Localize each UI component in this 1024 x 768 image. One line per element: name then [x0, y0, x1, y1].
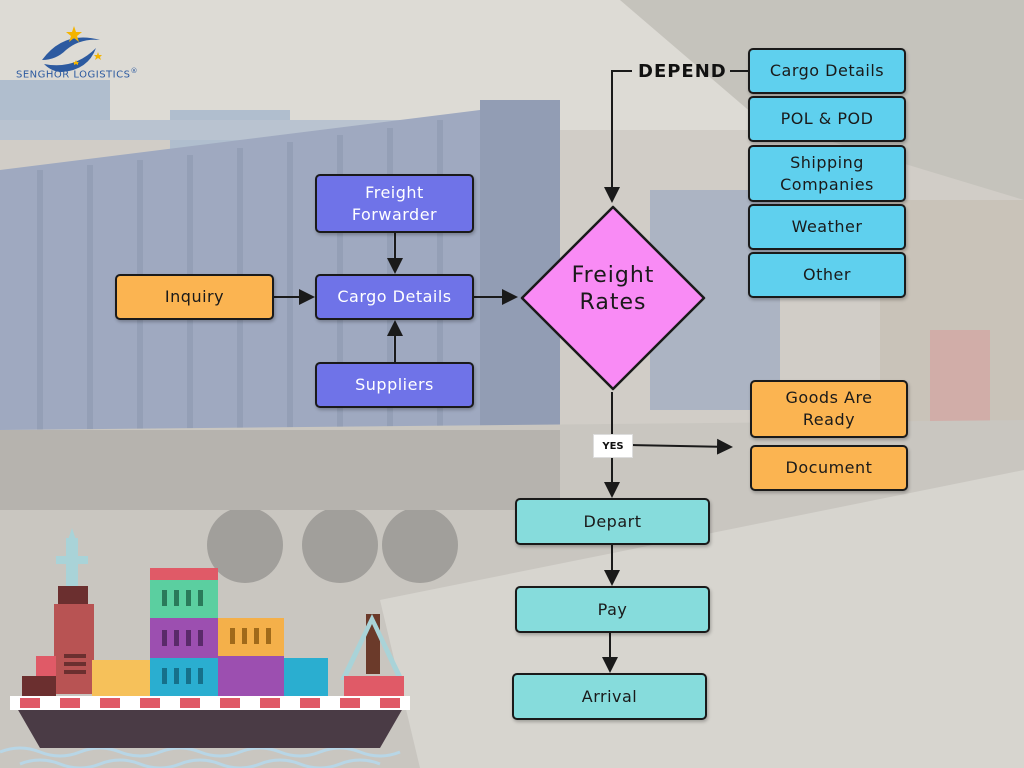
- goods-ready-box: Goods Are Ready: [750, 380, 908, 438]
- freight-rates-label: Freight Rates: [571, 263, 655, 315]
- depend-weather-box: Weather: [748, 204, 906, 250]
- arrival-box: Arrival: [512, 673, 707, 720]
- arrow-depend-to-rates: [604, 70, 632, 203]
- suppliers-box: Suppliers: [315, 362, 474, 408]
- freight-rates-diamond: [520, 205, 706, 391]
- brand-name-text: SENGHOR LOGISTICS: [16, 69, 131, 81]
- freight-forwarder-box: Freight Forwarder: [315, 174, 474, 233]
- cargo-details-box: Cargo Details: [315, 274, 474, 320]
- pay-box: Pay: [515, 586, 710, 633]
- depend-shipping-companies-box: Shipping Companies: [748, 145, 906, 202]
- document-box: Document: [750, 445, 908, 491]
- inquiry-box: Inquiry: [115, 274, 274, 320]
- arrow-yes-to-requirements: [630, 438, 733, 455]
- cargo-ship-illustration: [0, 528, 410, 768]
- yes-label: YES: [593, 434, 633, 458]
- depend-pol-pod-box: POL & POD: [748, 96, 906, 142]
- depend-cargo-details-box: Cargo Details: [748, 48, 906, 94]
- depart-box: Depart: [515, 498, 710, 545]
- brand-name: SENGHOR LOGISTICS®: [16, 67, 138, 80]
- depend-other-box: Other: [748, 252, 906, 298]
- senghor-logo: [42, 26, 102, 72]
- brand-trademark: ®: [130, 67, 138, 75]
- depend-label: DEPEND: [638, 60, 727, 82]
